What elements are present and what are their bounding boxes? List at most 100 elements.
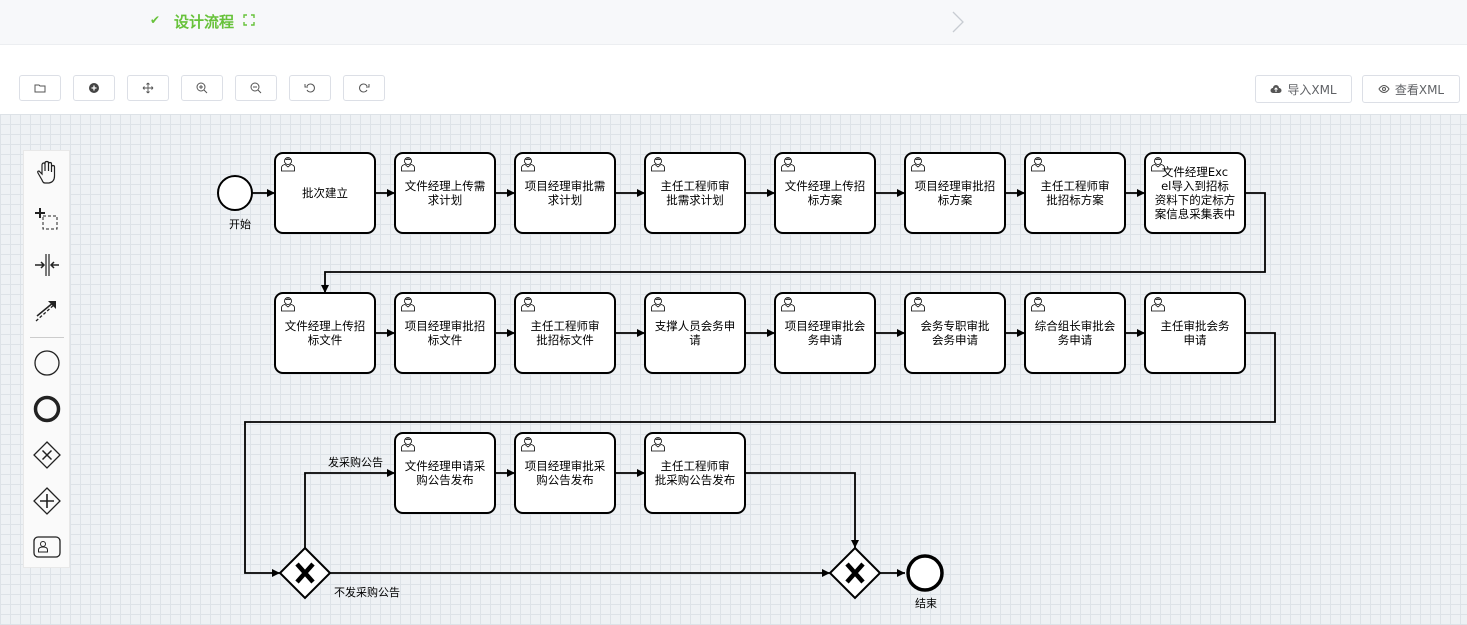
zoom-in-button[interactable] [181,75,223,101]
task-label: 批采购公告发布 [655,473,736,487]
task-label: 项目经理审批会 [785,319,866,333]
task-label: 务申请 [1058,333,1093,347]
task-label: 批次建立 [302,186,348,200]
task-label: 主任工程师审 [531,319,600,333]
sequence-flows [244,189,1276,577]
task-label: 会务申请 [932,333,978,347]
sequence-flow[interactable] [244,332,1276,577]
create-parallel-gateway[interactable] [30,484,64,518]
task-label: 主任审批会务 [1161,319,1230,333]
task-label: 申请 [1184,333,1207,347]
exclusive-gateway-icon [33,441,61,469]
task-label: 批招标文件 [536,333,594,347]
task-label: 文件经理Exc [1162,165,1228,179]
task-label: 请 [689,333,701,347]
user-task-icon [279,155,297,172]
undo-icon [304,83,315,93]
user-task-icon [649,155,667,172]
folder-open-icon [34,84,46,93]
space-tool[interactable] [30,248,64,282]
hand-tool[interactable] [30,156,64,190]
task-label: 文件经理上传招 [785,179,866,193]
task-label: 综合组长审批会 [1035,319,1116,333]
task-label: 项目经理审批招 [915,179,996,193]
create-end-event[interactable] [30,392,64,426]
import-xml-label: 导入XML [1287,82,1337,97]
create-start-event[interactable] [30,346,64,380]
step-title: 设计流程 [174,13,235,31]
create-button[interactable] [73,75,115,101]
exclusive-gateway-merge[interactable] [828,546,882,600]
user-task-icon [519,295,537,312]
import-xml-button[interactable]: 导入XML [1255,75,1352,103]
task-label: 标文件 [428,333,463,347]
cloud-upload-icon [1270,85,1282,93]
end-event-label: 结束 [915,597,937,610]
exclusive-gateway-split[interactable] [278,546,332,600]
plus-circle-icon [89,83,99,93]
task-label: 文件经理申请采 [405,459,486,473]
end-event-icon [33,395,61,423]
sequence-flow[interactable] [745,472,859,548]
view-xml-label: 查看XML [1394,82,1445,97]
open-file-button[interactable] [19,75,61,101]
user-task-icon [399,295,417,312]
user-task-icon [909,295,927,312]
flow-publish-notice[interactable] [304,469,395,548]
task-label: 务申请 [808,333,843,347]
undo-button[interactable] [289,75,331,101]
user-task-icon [1029,155,1047,172]
create-user-task[interactable] [30,530,64,564]
palette-separator [30,337,64,338]
user-task-icon [649,295,667,312]
start-event-icon [34,350,60,376]
task-label: 求计划 [428,193,463,207]
global-connect-tool[interactable] [30,294,64,328]
sequence-flow[interactable] [321,192,1266,293]
fullscreen-icon[interactable] [243,14,255,26]
fit-viewport-button[interactable] [127,75,169,101]
lasso-tool[interactable] [30,202,64,236]
chevron-right-icon [952,11,964,33]
flow-label-no: 不发采购公告 [334,585,400,599]
view-xml-button[interactable]: 查看XML [1362,75,1460,103]
user-task-icon [519,155,537,172]
task-label: 批招标方案 [1046,193,1104,207]
x-marker-icon [845,562,865,584]
task-label: 项目经理审批采 [525,459,606,473]
check-icon: ✔ [150,13,161,27]
zoom-out-button[interactable] [235,75,277,101]
fit-move-icon [142,82,154,94]
redo-button[interactable] [343,75,385,101]
task-label: 标方案 [808,193,843,207]
create-exclusive-gateway[interactable] [30,438,64,472]
task-label: 案信息采集表中 [1155,207,1236,221]
start-event[interactable]: 开始 [217,175,253,231]
task-label: 项目经理审批需 [525,179,606,193]
task-label: 求计划 [548,193,583,207]
x-marker-icon [295,562,315,584]
user-task-icon [909,155,927,172]
user-task[interactable]: 批次建立 [274,152,376,234]
flow-label-yes: 发采购公告 [328,455,383,469]
tool-palette [23,150,70,568]
end-event[interactable]: 结束 [906,554,944,610]
